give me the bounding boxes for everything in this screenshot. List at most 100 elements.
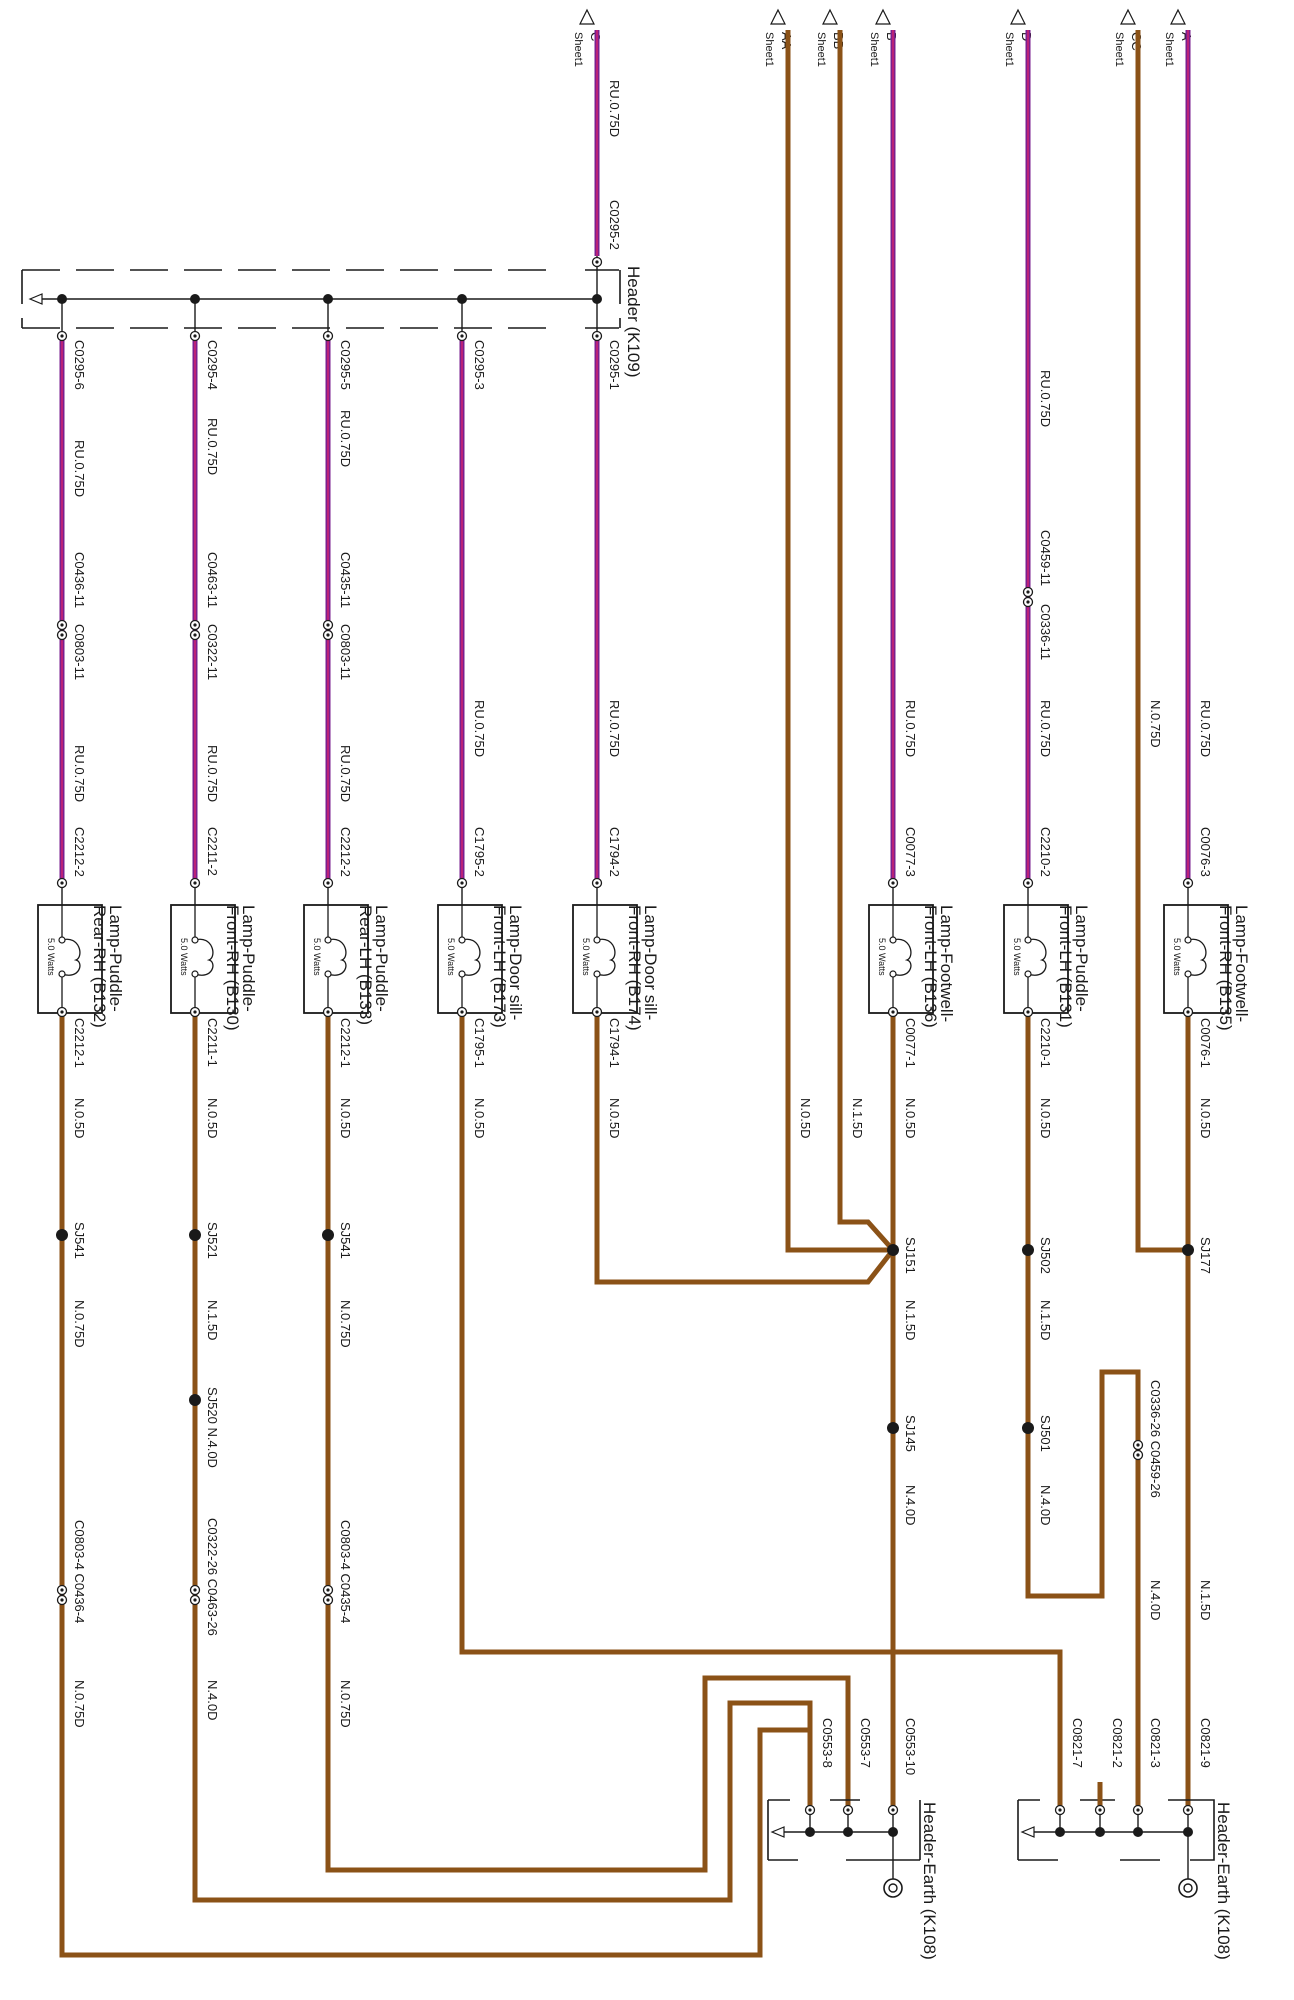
ref-sheet-b: Sheet1: [868, 32, 880, 67]
lamp-wattage: 5.0 Watts: [446, 938, 456, 976]
lamp-name-line-1: Lamp-Puddle-: [239, 905, 258, 1012]
bulb-icon: [191, 905, 214, 1013]
wire-label-bb: N.1.5D: [850, 1098, 865, 1138]
inline-connector-left: C0459-11: [1038, 530, 1053, 586]
lamp-pin-top: C1795-2: [472, 827, 487, 877]
splice-sj502: [1022, 1244, 1034, 1256]
splice-sj541-rh: [56, 1229, 68, 1241]
lamp-pin-bottom: C0076-1: [1198, 1018, 1213, 1068]
ref-sheet-d: Sheet1: [1003, 32, 1015, 67]
splice-sj151: [887, 1244, 899, 1256]
wire-label: RU.0.75D: [72, 745, 87, 802]
wire-label: N.1.5D: [205, 1300, 220, 1340]
inline-connector-left: C0436-11: [72, 552, 87, 608]
lamp-wattage: 5.0 Watts: [1172, 938, 1182, 976]
lamp-name-line-1: Lamp-Footwell-: [937, 905, 956, 1022]
splice-label: SJ520 N.4.0D: [205, 1387, 220, 1468]
lamp-pin-bottom: C1794-1: [607, 1018, 622, 1068]
wire-label: N.0.5D: [72, 1098, 87, 1138]
header-earth-k108-left: Header-Earth (K108) C0553-10 C0553-7 C05…: [767, 1718, 939, 1960]
bulb-icon: [1024, 905, 1047, 1013]
header-earth-k108-right: Header-Earth (K108) C0821-9 C0821-3 C082…: [1017, 1718, 1233, 1960]
lamp-name-line-2: Front-RH (B130): [223, 905, 242, 1031]
header-earth-right-pin: C0821-3: [1148, 1718, 1163, 1768]
wire-label: RU.0.75D: [72, 440, 87, 497]
lamp-name-line-1: Lamp-Puddle-: [372, 905, 391, 1012]
wire-label: RU.0.75D: [205, 745, 220, 802]
wire-label: N.0.5D: [205, 1098, 220, 1138]
header-earth-right-pin: C0821-9: [1198, 1718, 1213, 1768]
header-earth-left-title: Header-Earth (K108): [920, 1802, 939, 1960]
wire-label: N.0.75D: [72, 1300, 87, 1348]
wire-label: N.0.5D: [903, 1098, 918, 1138]
lamp-pin-bottom: C2210-1: [1038, 1018, 1053, 1068]
wire-label: RU.0.75D: [1198, 700, 1213, 757]
ref-sheet-bb: Sheet1: [815, 32, 827, 67]
wire-label: RU.0.75D: [338, 410, 353, 467]
wire-label-aa: N.0.5D: [798, 1098, 813, 1138]
wire-label: N.1.5D: [1198, 1580, 1213, 1620]
inline-connectors: C0436-11 C0803-11 C0463-11 C0322-11 C043…: [56, 530, 1053, 680]
lamp-wattage: 5.0 Watts: [1012, 938, 1022, 976]
lamp-wattage: 5.0 Watts: [581, 938, 591, 976]
lamp-name-line-1: Lamp-Door sill-: [641, 905, 660, 1020]
inline-connector-right: C0336-11: [1038, 604, 1053, 660]
feed-wires: [59, 30, 1191, 883]
wire-label: N.4.0D: [1148, 1580, 1163, 1620]
ground-labels: N.0.5D N.0.5D N.0.5D N.0.5D N.0.5D N.0.5…: [56, 1098, 1213, 1728]
bulb-icon: [593, 905, 616, 1013]
lamp-pin-top: C2212-2: [72, 827, 87, 877]
inline-connector-right: C0803-11: [338, 624, 353, 680]
header-earth-left-pin: C0553-7: [858, 1718, 873, 1768]
header-earth-right-title: Header-Earth (K108): [1214, 1802, 1233, 1960]
lamp-pin-top: C1794-2: [607, 827, 622, 877]
inline-connector-left: C0463-11: [205, 552, 220, 608]
wire-label: N.4.0D: [205, 1680, 220, 1720]
lamp-pin-bottom: C0077-1: [903, 1018, 918, 1068]
wire-label: N.0.75D: [1148, 700, 1163, 748]
wire-label: N.4.0D: [903, 1485, 918, 1525]
splice-label: SJ177: [1198, 1237, 1213, 1274]
wire-label: N.0.5D: [607, 1098, 622, 1138]
splice-sj521: [189, 1229, 201, 1241]
feed-wire-labels: RU.0.75D RU.0.75D RU.0.75D RU.0.75D RU.0…: [72, 370, 1213, 802]
lamp-name-line-1: Lamp-Footwell-: [1232, 905, 1251, 1022]
bulb-icon: [58, 905, 81, 1013]
connector-pair-label: C0322-26 C0463-26: [205, 1518, 220, 1636]
lamp-name-line-2: Front-RH (B135): [1216, 905, 1235, 1031]
ref-sheet-c: Sheet1: [572, 32, 584, 67]
bulb-icon: [1184, 905, 1207, 1013]
splice-label: SJ541: [338, 1222, 353, 1259]
wire-label: N.0.5D: [338, 1098, 353, 1138]
lamp-pin-top: C2211-2: [205, 827, 220, 876]
splice-label: SJ501: [1038, 1415, 1053, 1452]
lamp-wattage: 5.0 Watts: [877, 938, 887, 976]
header-k109-out-pin-3: C0295-3: [472, 340, 487, 390]
lamp-name-line-2: Front-RH (B174): [625, 905, 644, 1031]
wire-label: RU.0.75D: [472, 700, 487, 757]
lamp-pin-bottom: C2212-1: [338, 1018, 353, 1068]
lamp-puddle-rear-lh: 5.0 WattsC2212-2C2212-1Lamp-Puddle-Rear-…: [303, 827, 391, 1068]
header-k109-out-pin-6: C0295-6: [72, 340, 87, 390]
wire-label: RU.0.75D: [338, 745, 353, 802]
wire-label: RU.0.75D: [607, 700, 622, 757]
wire-label: N.0.75D: [338, 1300, 353, 1348]
header-earth-left-pin: C0553-8: [820, 1718, 835, 1768]
bulb-icon: [458, 905, 481, 1013]
wire-label: N.4.0D: [1038, 1485, 1053, 1525]
wire-label: N.1.5D: [1038, 1300, 1053, 1340]
lamp-footwell-front-lh: 5.0 WattsC0077-3C0077-1Lamp-Footwell-Fro…: [868, 827, 956, 1068]
lamp-wattage: 5.0 Watts: [312, 938, 322, 976]
lamp-name-line-1: Lamp-Puddle-: [106, 905, 125, 1012]
splice-sj541-lh: [322, 1229, 334, 1241]
connector-pair-label: C0336-26 C0459-26: [1148, 1380, 1163, 1498]
connector-pair-label: C0803-4 C0436-4: [72, 1520, 87, 1623]
wire-label: N.0.75D: [338, 1680, 353, 1728]
splice-label: SJ151: [903, 1237, 918, 1274]
wire-label: N.0.5D: [1198, 1098, 1213, 1138]
lamp-puddle-front-rh: 5.0 WattsC2211-2C2211-1Lamp-Puddle-Front…: [170, 827, 258, 1067]
splice-sj145: [887, 1422, 899, 1434]
lamp-pin-bottom: C2212-1: [72, 1018, 87, 1068]
ref-sheet-aa: Sheet1: [763, 32, 775, 67]
